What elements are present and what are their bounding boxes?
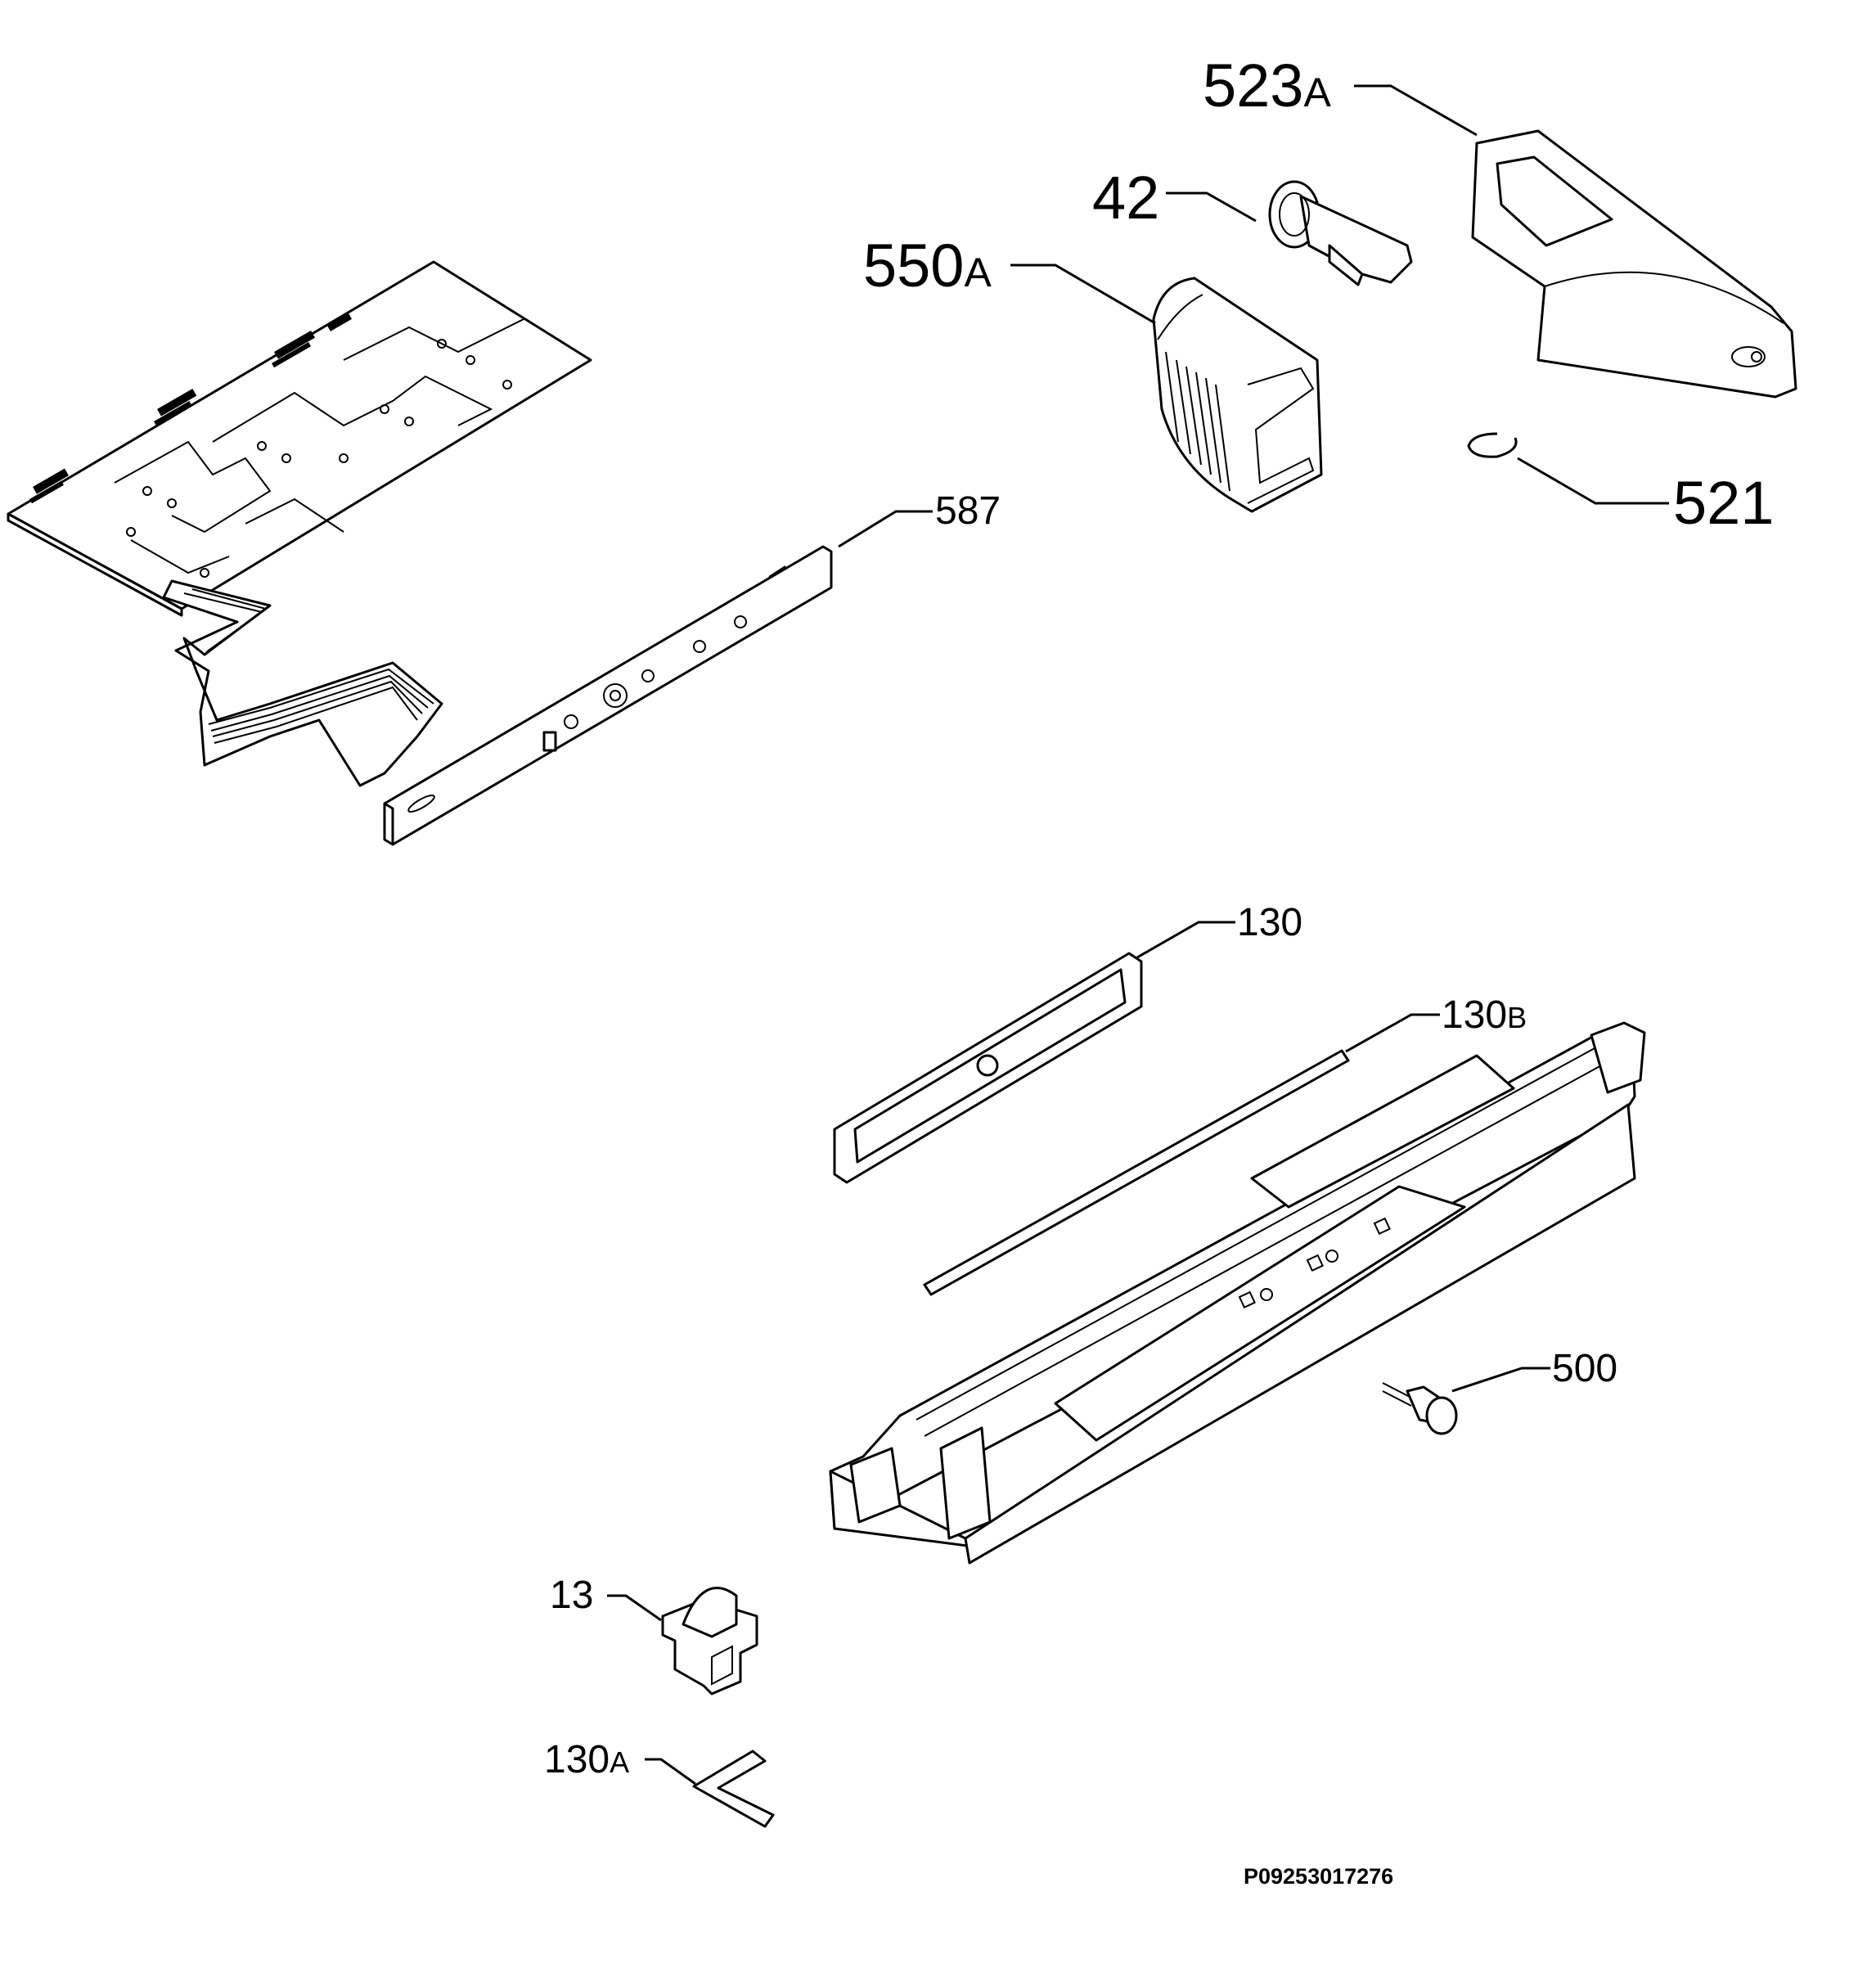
part-130b-rod [923, 1049, 1350, 1296]
part-42-lamp-holder [1268, 180, 1413, 286]
label-521: 521 [1673, 469, 1774, 537]
leader-lines [607, 84, 1669, 1786]
part-523a-cover [1471, 129, 1797, 399]
label-130a: 130A [544, 1738, 629, 1781]
part-13-switch [661, 1587, 758, 1696]
pcb-board [7, 260, 592, 617]
label-523a: 523A [1203, 52, 1331, 119]
label-550a: 550A [863, 232, 992, 299]
main-control-housing [829, 1021, 1646, 1565]
part-130-frame [833, 952, 1143, 1184]
part-550a-shade [1152, 277, 1323, 513]
callout-labels: 523A 42 550A 521 587 130 130B 500 13 130… [544, 52, 1774, 1889]
part-500-bulb [1382, 1382, 1458, 1435]
flex-cable [162, 579, 443, 787]
part-587-control-strip [383, 545, 833, 846]
label-13: 13 [550, 1574, 593, 1617]
label-587: 587 [935, 489, 1001, 533]
drawing-code: P09253017276 [1244, 1864, 1393, 1889]
part-130a-bracket [692, 1750, 775, 1828]
label-42: 42 [1092, 164, 1159, 232]
label-130: 130 [1237, 901, 1302, 944]
label-500: 500 [1552, 1347, 1617, 1390]
label-130b: 130B [1442, 993, 1527, 1037]
part-521-ring [1467, 432, 1518, 458]
